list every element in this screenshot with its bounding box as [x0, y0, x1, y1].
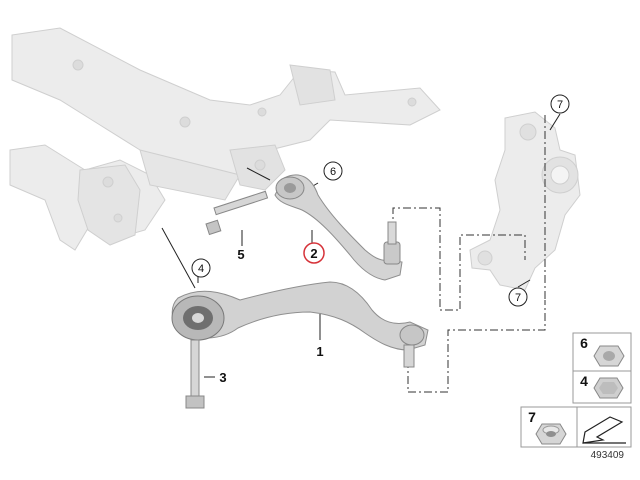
- svg-text:6: 6: [580, 335, 588, 351]
- key-item-4[interactable]: 4: [572, 370, 632, 404]
- bolt-upper[interactable]: [205, 190, 269, 236]
- control-arm-upper[interactable]: [274, 174, 403, 281]
- key-item-7[interactable]: 7: [520, 406, 578, 448]
- svg-text:7: 7: [557, 99, 563, 111]
- callout-4[interactable]: 4: [191, 258, 211, 278]
- callout-7-top[interactable]: 7: [550, 94, 570, 114]
- connection-lines: [392, 115, 546, 393]
- lower-ball-joint: [399, 324, 425, 346]
- self-locking-nut-icon: [535, 423, 567, 445]
- upper-ball-joint: [383, 241, 401, 265]
- callout-2-highlighted[interactable]: 2: [303, 242, 325, 264]
- direction-arrow-icon: [582, 416, 626, 444]
- key-item-6[interactable]: 6: [572, 332, 632, 372]
- svg-text:7: 7: [528, 409, 536, 425]
- parts-key: 6 4 7: [520, 332, 632, 448]
- callout-3[interactable]: 3: [219, 370, 226, 385]
- callout-1[interactable]: 1: [316, 344, 323, 359]
- wheel-carrier-ghost: [469, 111, 581, 291]
- svg-text:5: 5: [237, 247, 244, 262]
- callout-5[interactable]: 5: [237, 247, 244, 262]
- flange-nut-icon: [593, 345, 625, 367]
- svg-text:7: 7: [515, 292, 521, 304]
- svg-text:4: 4: [580, 373, 588, 389]
- image-number: 493409: [591, 450, 625, 461]
- svg-text:1: 1: [316, 344, 323, 359]
- svg-text:2: 2: [310, 246, 317, 261]
- subframe-ghost: [9, 27, 441, 251]
- callout-7-bottom[interactable]: 7: [508, 287, 528, 307]
- svg-text:3: 3: [219, 370, 226, 385]
- callout-6[interactable]: 6: [323, 161, 343, 181]
- control-arm-lower[interactable]: [171, 281, 429, 368]
- hex-nut-icon: [593, 377, 624, 399]
- bolt-lower[interactable]: [185, 339, 205, 409]
- orientation-arrow-box: [576, 406, 632, 448]
- svg-text:4: 4: [198, 263, 204, 275]
- leader-lines: [161, 113, 561, 378]
- svg-text:6: 6: [330, 166, 336, 178]
